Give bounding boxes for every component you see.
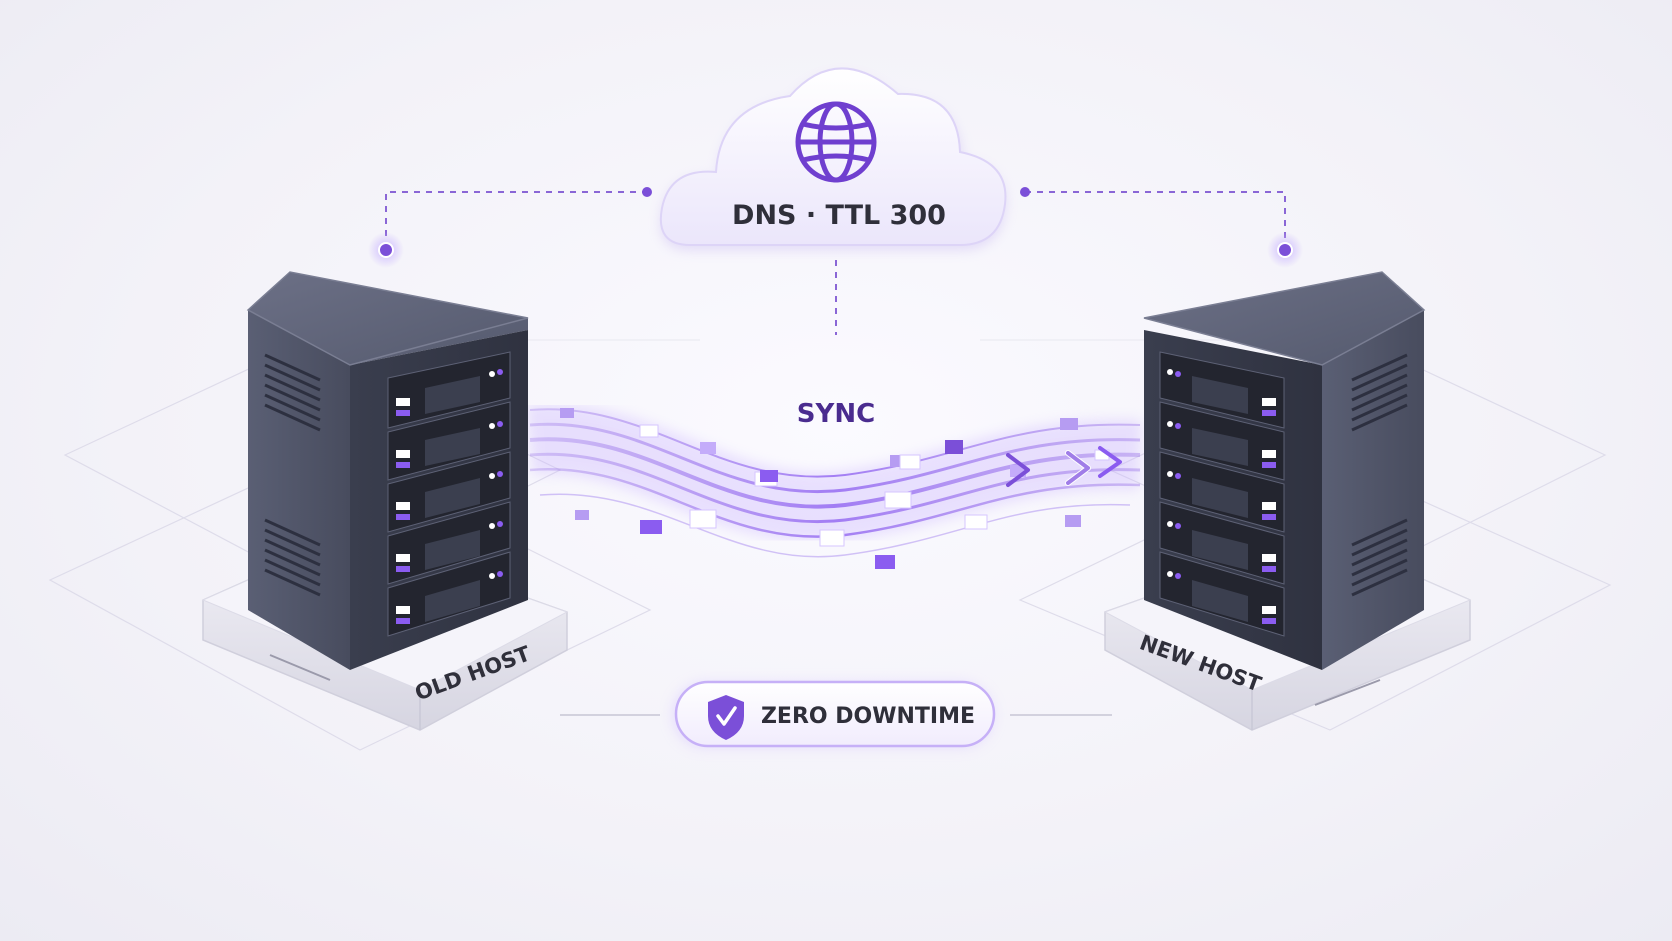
- sync-label: SYNC: [797, 399, 875, 429]
- globe-icon: [795, 101, 877, 183]
- shield-check-icon: [708, 695, 744, 740]
- dns-links: [385, 191, 1286, 335]
- dns-label: DNS · TTL 300: [732, 200, 946, 231]
- dns-link-dot-right: [1020, 187, 1030, 197]
- old-host-rack-units: [387, 351, 511, 637]
- dns-cloud: DNS · TTL 300: [659, 67, 1007, 250]
- old-host-server: OLD HOST: [201, 232, 569, 731]
- new-host-rack-units: [1159, 351, 1285, 637]
- sync-arrows: [1006, 446, 1122, 487]
- new-host-server: NEW HOST: [1103, 232, 1472, 731]
- zero-downtime-label: ZERO DOWNTIME: [761, 704, 975, 729]
- zero-downtime-badge: ZERO DOWNTIME: [560, 680, 1112, 748]
- data-packets: [560, 408, 1110, 569]
- sync-stream: SYNC: [527, 399, 1142, 569]
- dns-link-dot-left: [642, 187, 652, 197]
